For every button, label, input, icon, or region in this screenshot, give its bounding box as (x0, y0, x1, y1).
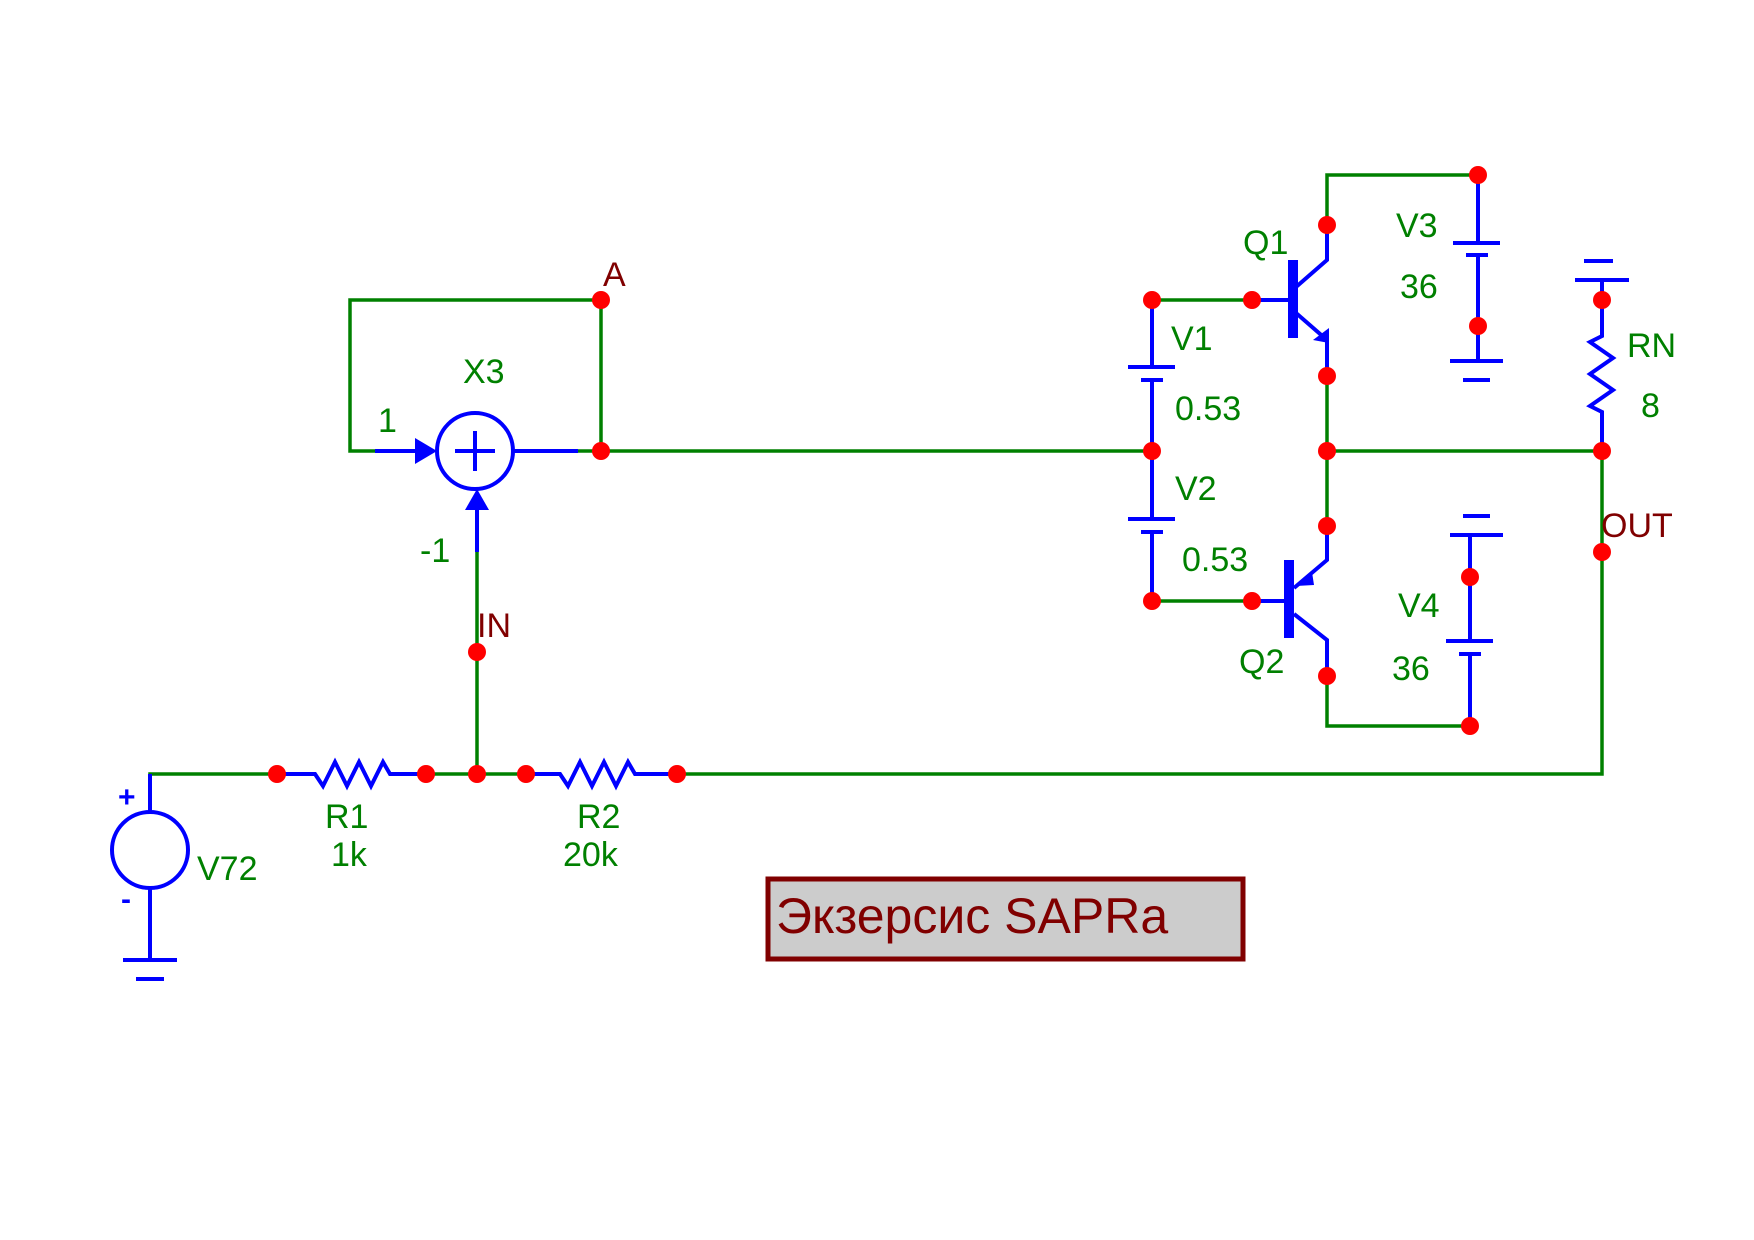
resistor-rn[interactable]: RN 8 (1568, 259, 1676, 451)
q2-name: Q2 (1239, 643, 1284, 681)
r2-value: 20k (563, 836, 619, 874)
resistor-icon (277, 757, 426, 791)
rn-value: 8 (1641, 387, 1660, 425)
node-v4-top[interactable] (1461, 568, 1479, 586)
node-mid[interactable] (1318, 442, 1336, 460)
q1-base-bar (1288, 260, 1298, 338)
wires (148, 173, 1604, 812)
q1-name: Q1 (1243, 224, 1288, 262)
wire-v72-r1 (148, 772, 277, 812)
v2-name: V2 (1175, 470, 1217, 508)
rn-name: RN (1627, 327, 1676, 365)
title-block: Экзерсис SAPRa (765, 876, 1246, 962)
node-a[interactable] (592, 291, 610, 309)
resistor-r1[interactable]: R1 1k (277, 757, 426, 874)
voltage-source-v72[interactable]: + - V72 (110, 774, 258, 981)
q1-emitter (1294, 311, 1329, 376)
nodes (268, 166, 1611, 783)
arrow-right-icon (415, 438, 437, 464)
node-q2-collector[interactable] (1318, 667, 1336, 685)
q2-collector (1292, 612, 1329, 676)
v4-name: V4 (1398, 587, 1440, 625)
node-v2-bottom[interactable] (1143, 592, 1161, 610)
r1-name: R1 (325, 798, 368, 836)
wire-feedback-loop (348, 298, 603, 453)
resistor-r2[interactable]: R2 20k (526, 757, 677, 874)
node-q1-emitter[interactable] (1318, 367, 1336, 385)
node-r2-right[interactable] (668, 765, 686, 783)
node-v3-top[interactable] (1469, 166, 1487, 184)
node-rn-top[interactable] (1593, 291, 1611, 309)
node-q1-collector[interactable] (1318, 216, 1336, 234)
battery-v1[interactable]: V1 0.53 (1128, 300, 1241, 451)
q2-base-bar (1284, 560, 1294, 638)
r1-value: 1k (331, 836, 368, 874)
node-q2-emitter[interactable] (1318, 517, 1336, 535)
summer-x3[interactable]: X3 1 -1 (375, 353, 578, 570)
wire-q1-collector-v3 (1325, 173, 1478, 225)
summer-gain-in1: 1 (378, 402, 397, 440)
node-q2-base[interactable] (1243, 592, 1261, 610)
title-box (765, 876, 1246, 962)
v72-name: V72 (197, 850, 258, 888)
resistor-icon (526, 757, 677, 791)
node-junction[interactable] (468, 765, 486, 783)
battery-v4[interactable]: V4 36 (1392, 514, 1503, 726)
wire-r2-out (677, 552, 1604, 776)
battery-v3[interactable]: V3 36 (1396, 175, 1503, 382)
battery-v2[interactable]: V2 0.53 (1128, 451, 1248, 601)
q1-collector (1294, 225, 1329, 289)
node-summer-out[interactable] (592, 442, 610, 460)
arrow-up-icon (465, 489, 489, 510)
transistor-q2[interactable]: Q2 (1239, 526, 1329, 681)
v2-value: 0.53 (1182, 541, 1248, 579)
v3-name: V3 (1396, 207, 1438, 245)
resistor-icon (1586, 280, 1617, 451)
node-out[interactable] (1593, 543, 1611, 561)
node-q1-base[interactable] (1243, 291, 1261, 309)
wire-q2-collector-v4 (1325, 676, 1478, 728)
node-v1-v2[interactable] (1143, 442, 1161, 460)
r2-name: R2 (577, 798, 620, 836)
schematic-title: Экзерсис SAPRa (776, 888, 1168, 944)
net-label-in: IN (477, 607, 511, 645)
node-in[interactable] (468, 643, 486, 661)
node-v3-bottom[interactable] (1469, 317, 1487, 335)
node-r1-left[interactable] (268, 765, 286, 783)
node-r1-right[interactable] (417, 765, 435, 783)
node-r2-left[interactable] (517, 765, 535, 783)
v4-value: 36 (1392, 650, 1430, 688)
node-v1-top[interactable] (1143, 291, 1161, 309)
v72-plus-sign: + (118, 781, 136, 814)
net-label-out: OUT (1601, 507, 1673, 545)
v1-name: V1 (1171, 320, 1213, 358)
emitter-arrow-icon (1313, 328, 1329, 343)
summer-name: X3 (463, 353, 505, 391)
v1-value: 0.53 (1175, 390, 1241, 428)
v72-minus-sign: - (121, 883, 131, 916)
net-label-a: A (603, 256, 626, 294)
node-v4-bottom[interactable] (1461, 717, 1479, 735)
v72-circle (110, 810, 190, 890)
v3-value: 36 (1400, 268, 1438, 306)
emitter-arrow-icon (1296, 572, 1314, 586)
node-rn-bottom[interactable] (1593, 442, 1611, 460)
summer-gain-in2: -1 (420, 532, 450, 570)
